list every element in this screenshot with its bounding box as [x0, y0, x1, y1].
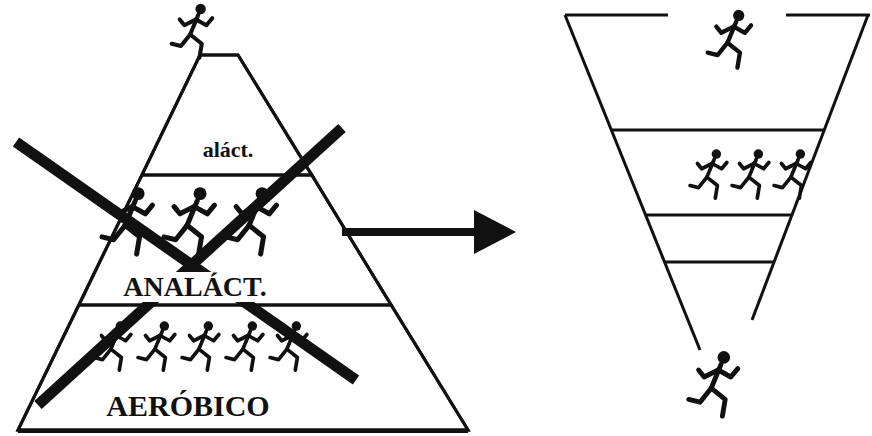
- band-label: ANALÁCT.: [120, 272, 269, 303]
- jogger-figure: [182, 321, 219, 370]
- jogger-figure: [138, 321, 175, 370]
- runner-figure: [774, 149, 811, 198]
- pyramid-band: ANALÁCT.: [79, 175, 391, 305]
- jogger-figure: [689, 351, 738, 416]
- runner-figure: [732, 149, 769, 198]
- runner-figure: [690, 149, 727, 198]
- funnel-edge: [752, 15, 868, 320]
- funnel-band-line: [665, 261, 774, 264]
- funnel-top: [786, 14, 870, 17]
- funnel-top: [565, 14, 668, 17]
- funnel-band-line: [646, 214, 792, 217]
- pyramid-band: AERÓBICO: [18, 305, 468, 430]
- sprinter-figure: [172, 4, 213, 58]
- band-shape: [18, 305, 468, 430]
- cross-stroke: [16, 142, 356, 380]
- transition-arrow: [342, 228, 478, 236]
- band-shape: [79, 175, 391, 305]
- band-label: AERÓBICO: [103, 389, 272, 422]
- cross-stroke: [38, 128, 342, 405]
- sprinter-figure: [708, 10, 751, 68]
- pyramid-outline: [18, 55, 468, 430]
- funnel-edge: [565, 15, 700, 350]
- band-shape: [142, 55, 312, 175]
- jogger-figure: [226, 321, 263, 370]
- pyramid-band: aláct.: [142, 55, 312, 175]
- arrow-head: [474, 210, 516, 254]
- band-label: aláct.: [200, 138, 257, 162]
- funnel-band-line: [611, 129, 825, 132]
